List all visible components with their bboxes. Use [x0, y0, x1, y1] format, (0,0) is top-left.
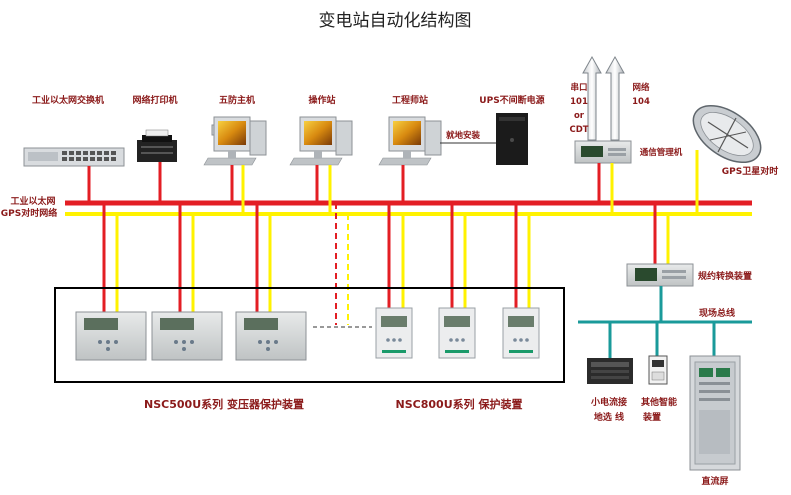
nsc500u-device-1 — [75, 311, 147, 361]
nsc500u-group-label: NSC500U系列 变压器保护装置 — [144, 397, 304, 411]
nsc500u-device-2 — [151, 311, 223, 361]
uplink-arrow-left-icon — [582, 55, 602, 141]
smart-device-icon — [648, 355, 668, 385]
ground-line-select-device-icon — [587, 358, 633, 384]
dc-panel-cabinet-icon — [689, 355, 741, 471]
printer-label: 网络打印机 — [132, 94, 177, 106]
operator-station-computer-icon — [289, 116, 353, 166]
ethernet-switch-icon — [23, 147, 125, 167]
gps-satellite-label: GPS卫星对时 — [722, 165, 778, 177]
ground-line-select-label-2: 地选 线 — [594, 411, 624, 423]
operator-station-label: 操作站 — [308, 94, 335, 106]
uplink-left-line-4: CDT — [569, 125, 588, 135]
uplink-left-line-3: or — [574, 111, 585, 121]
uplink-right-line-1: 网络 — [632, 82, 650, 93]
local-install-label: 就地安装 — [446, 130, 481, 141]
device-drops — [102, 203, 670, 325]
gps-bus-label: GPS对时网络 — [1, 207, 57, 219]
ground-line-select-label-1: 小电流接 — [590, 396, 627, 408]
field-bus-label: 现场总线 — [699, 307, 735, 319]
nsc800u-device-3 — [502, 307, 540, 359]
protocol-converter-label: 规约转换装置 — [698, 270, 752, 282]
wufang-host-computer-icon — [203, 116, 267, 166]
dc-panel-label: 直流屏 — [701, 475, 728, 487]
nsc500u-device-3 — [235, 311, 307, 361]
comm-manager-icon — [574, 140, 632, 164]
protection-group-frame — [54, 287, 565, 383]
nsc800u-group-label: NSC800U系列 保护装置 — [396, 397, 523, 411]
protocol-converter-icon — [626, 263, 694, 287]
nsc800u-device-2 — [438, 307, 476, 359]
comm-manager-label: 通信管理机 — [640, 147, 683, 158]
ethernet-switch-label: 工业以太网交换机 — [32, 94, 104, 106]
ethernet-bus-label: 工业以太网 — [10, 195, 55, 207]
uplink-right-line-2: 104 — [632, 97, 650, 107]
satellite-dish-icon — [692, 104, 762, 164]
ups-label: UPS不间断电源 — [479, 94, 544, 106]
nsc800u-device-1 — [375, 307, 413, 359]
engineer-station-computer-icon — [378, 116, 442, 166]
smart-device-label-2: 装置 — [642, 411, 661, 423]
wufang-host-label: 五防主机 — [219, 94, 255, 106]
uplink-left-line-1: 串口 — [570, 82, 587, 93]
diagram-title: 变电站自动化结构图 — [319, 11, 472, 31]
uplink-left-line-2: 101 — [570, 97, 588, 107]
smart-device-label-1: 其他智能 — [641, 396, 677, 408]
uplink-arrow-right-icon — [605, 55, 625, 141]
printer-icon — [137, 129, 177, 162]
engineer-station-label: 工程师站 — [392, 94, 428, 106]
top-drops — [87, 150, 699, 214]
ups-icon — [496, 113, 528, 165]
